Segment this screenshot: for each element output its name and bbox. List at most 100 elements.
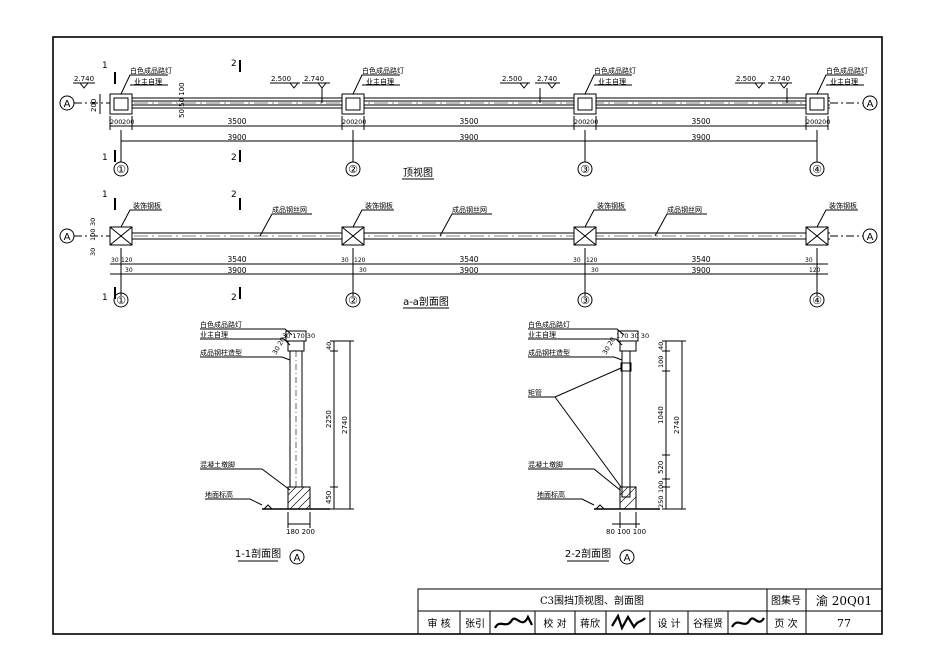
dim-post-1b: 200 bbox=[122, 118, 134, 126]
dim-span-3: 3500 bbox=[691, 117, 710, 126]
lamp-label-2: 白色成品路灯 bbox=[362, 66, 404, 75]
aa-col-2: ② bbox=[348, 294, 358, 307]
section-1-1: 白色成品路灯 业主自理 成品钢柱造型 混凝土墩脚 地面标高 30 170 30 … bbox=[200, 320, 354, 565]
axis-a-right: A bbox=[867, 99, 874, 110]
aa-small-2: 120 bbox=[121, 257, 133, 264]
aa-axis-right: A bbox=[867, 232, 874, 243]
aa-vdim-3: 30 bbox=[89, 248, 97, 256]
dim-post-2: 200 bbox=[342, 118, 354, 126]
aa-mark-1b: 1 bbox=[102, 293, 108, 303]
s11-v3: 450 bbox=[325, 491, 333, 504]
s22-axis: A bbox=[624, 553, 631, 564]
aa-vdim-2: 100 bbox=[89, 229, 97, 241]
owner-label-1: 业主自理 bbox=[134, 77, 162, 86]
s11-footing: 混凝土墩脚 bbox=[200, 460, 235, 469]
s11-lamp: 白色成品路灯 bbox=[200, 320, 242, 329]
aa-small-9: 120 bbox=[809, 267, 821, 274]
s11-owner: 业主自理 bbox=[200, 330, 228, 339]
s22-footing: 混凝土墩脚 bbox=[528, 460, 563, 469]
tb-atlas-no: 渝 20Q01 bbox=[816, 593, 872, 608]
aa-total-3: 3900 bbox=[691, 266, 710, 275]
elev-4a: 2.500 bbox=[736, 75, 756, 83]
s22-v3: 1040 bbox=[657, 406, 665, 424]
owner-label-3: 业主自理 bbox=[598, 77, 626, 86]
aa-small-8: 30 bbox=[805, 257, 813, 264]
col-3: ③ bbox=[580, 163, 590, 176]
dim-post-2b: 200 bbox=[354, 118, 366, 126]
aa-col-1: ① bbox=[116, 294, 126, 307]
tb-check-label: 校 对 bbox=[543, 617, 566, 630]
aa-col-4: ④ bbox=[812, 294, 822, 307]
aa-span-2: 3540 bbox=[459, 255, 478, 264]
s11-v2: 2250 bbox=[325, 410, 333, 428]
deco-label-3: 装饰钢板 bbox=[597, 201, 625, 210]
col-1: ① bbox=[116, 163, 126, 176]
dim-post-4: 200 bbox=[806, 118, 818, 126]
sect-mark-2b: 2 bbox=[231, 153, 237, 163]
s22-pipe: 矩管 bbox=[528, 388, 542, 397]
tb-review-label: 审 核 bbox=[427, 617, 450, 630]
tb-designer: 谷程贤 bbox=[693, 618, 723, 630]
s11-title: 1-1剖面图 bbox=[235, 547, 281, 560]
deco-label-2: 装饰钢板 bbox=[365, 201, 393, 210]
s22-v4: 520 bbox=[657, 461, 665, 474]
top-view-title: 顶视图 bbox=[403, 166, 433, 179]
s11-top-dims: 30 170 30 bbox=[282, 332, 315, 340]
aa-span-3: 3540 bbox=[691, 255, 710, 264]
tb-page-label: 页 次 bbox=[774, 617, 797, 630]
signature-designer bbox=[731, 617, 765, 628]
owner-label-4: 业主自理 bbox=[830, 77, 858, 86]
aa-span-1: 3540 bbox=[227, 255, 246, 264]
s22-v1: 40 bbox=[657, 342, 665, 350]
dim-post-3: 200 bbox=[574, 118, 586, 126]
col-4: ④ bbox=[812, 163, 822, 176]
aa-small-1: 30 bbox=[111, 257, 119, 264]
aa-small-4: 30 bbox=[341, 257, 349, 264]
dim-total-2: 3900 bbox=[459, 133, 478, 142]
aa-col-3: ③ bbox=[580, 294, 590, 307]
dim-total-3: 3900 bbox=[691, 133, 710, 142]
aa-axis-left: A bbox=[64, 232, 71, 243]
s11-column: 成品钢柱造型 bbox=[200, 348, 242, 357]
aa-mark-2b: 2 bbox=[231, 293, 237, 303]
elev-3b: 2.740 bbox=[537, 75, 557, 83]
section-2-2: 白色成品路灯 业主自理 成品钢柱造型 矩管 混凝土墩脚 地面标高 170 30 … bbox=[528, 320, 686, 565]
aa-small-3: 30 bbox=[125, 267, 133, 274]
tb-checker: 蒋欣 bbox=[580, 617, 600, 630]
aa-total-1: 3900 bbox=[227, 266, 246, 275]
tb-atlas-label: 图集号 bbox=[771, 594, 801, 607]
top-view: A A 白色成品路灯 业主自理 白色成品路灯 bbox=[59, 59, 878, 180]
tb-design-label: 设 计 bbox=[657, 617, 680, 630]
aa-mark-2a: 2 bbox=[231, 190, 237, 200]
section-aa-title: a-a剖面图 bbox=[403, 295, 449, 308]
s22-top-dims: 170 30 30 bbox=[616, 332, 649, 340]
s11-base: 180 200 bbox=[286, 528, 315, 536]
aa-small-6: 30 bbox=[573, 257, 581, 264]
col-2: ② bbox=[348, 163, 358, 176]
s22-base: 80 100 100 bbox=[606, 528, 646, 536]
mesh-label-3: 成品钢丝网 bbox=[667, 205, 702, 214]
elev-4b: 2.740 bbox=[770, 75, 790, 83]
lamp-label-3: 白色成品路灯 bbox=[594, 66, 636, 75]
dim-total-1: 3900 bbox=[227, 133, 246, 142]
lamp-label-4: 白色成品路灯 bbox=[826, 66, 868, 75]
elev-2b: 2.740 bbox=[304, 75, 324, 83]
top-dim-vert: 50 50 100 bbox=[178, 82, 186, 118]
sect-mark-1b: 1 bbox=[102, 153, 108, 163]
aa-small-5: 120 bbox=[354, 257, 366, 264]
s22-title: 2-2剖面图 bbox=[565, 547, 611, 560]
owner-label-2: 业主自理 bbox=[366, 77, 394, 86]
dim-span-1: 3500 bbox=[227, 117, 246, 126]
signature-reviewer bbox=[494, 614, 533, 629]
aa-vdim-1: 30 bbox=[89, 218, 97, 226]
dim-post-4b: 200 bbox=[818, 118, 830, 126]
section-aa: A A 装饰钢板 装饰钢板 装饰 bbox=[59, 190, 878, 309]
elev-3a: 2.500 bbox=[502, 75, 522, 83]
s22-owner: 业主自理 bbox=[528, 330, 556, 339]
dim-span-2: 3500 bbox=[459, 117, 478, 126]
title-block bbox=[417, 588, 883, 635]
s22-total: 2740 bbox=[673, 416, 681, 434]
elev-left: 2.740 bbox=[74, 75, 94, 83]
top-dim-left: 200 bbox=[90, 99, 98, 112]
